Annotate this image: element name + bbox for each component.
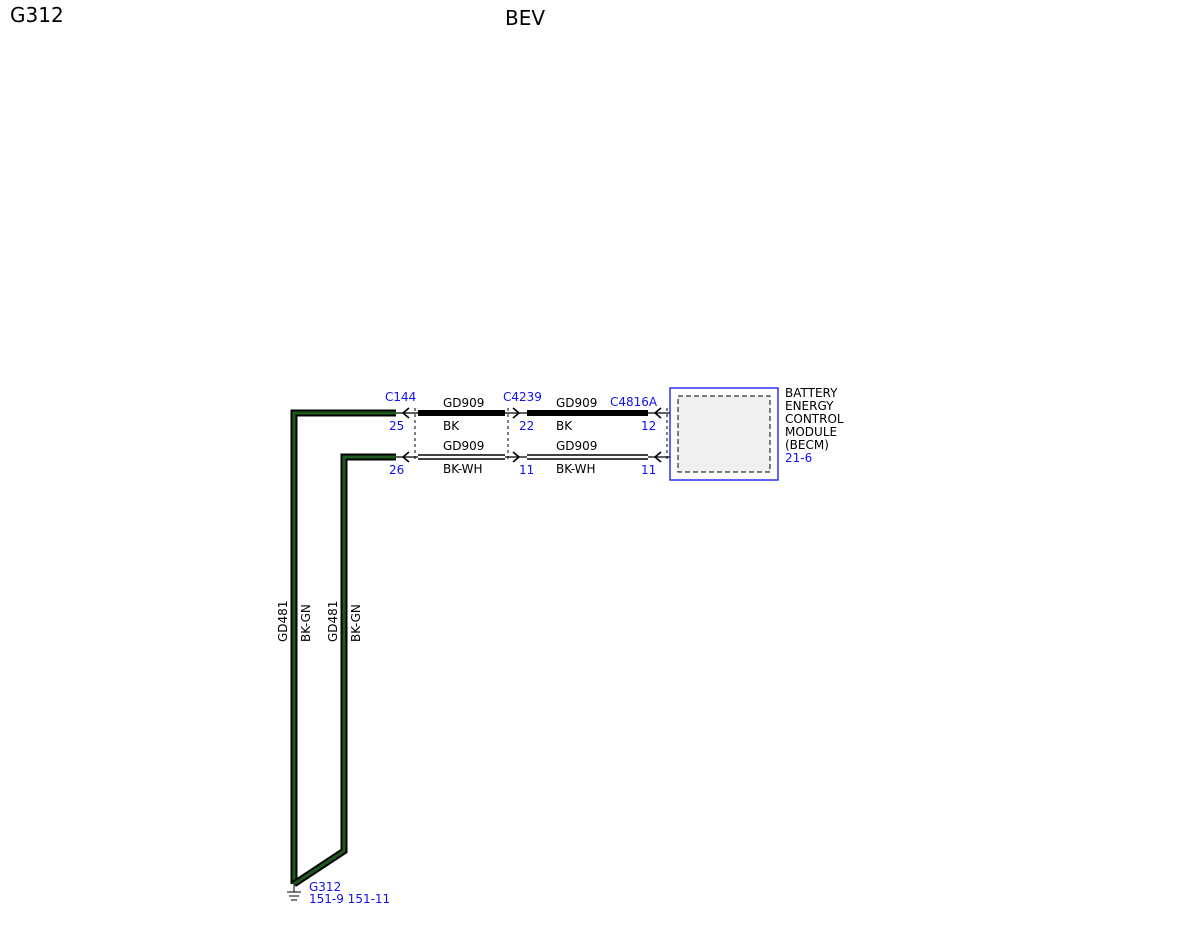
- variant-label: BEV: [505, 6, 546, 30]
- wire-top-seg1-circuit: GD909: [443, 396, 484, 410]
- page-id: G312: [10, 3, 64, 27]
- connector-c4816a-label: C4816A: [610, 395, 658, 409]
- connector-c144[interactable]: [396, 407, 418, 463]
- wire-gd481-right[interactable]: [292, 453, 396, 887]
- module-label-line1: BATTERY: [785, 386, 838, 400]
- ground-symbol-icon: [287, 884, 301, 901]
- pin-c4816a-11: 11: [641, 463, 656, 477]
- pin-c144-25: 25: [389, 419, 404, 433]
- pin-c4239-22: 22: [519, 419, 534, 433]
- wire-top-seg2-color: BK: [556, 419, 573, 433]
- becm-module[interactable]: [669, 387, 779, 481]
- connector-c4239[interactable]: [505, 407, 527, 463]
- wire-gd481-left[interactable]: [290, 409, 396, 884]
- wire-top-seg1-color: BK: [443, 419, 460, 433]
- pin-c144-26: 26: [389, 463, 404, 477]
- wire-gd909-bkwh-seg1[interactable]: [418, 454, 505, 460]
- wire-left-circuit: GD481: [276, 601, 290, 642]
- wire-left-color: BK-GN: [299, 604, 313, 642]
- connector-c4239-label: C4239: [503, 390, 542, 404]
- ground-refs[interactable]: 151-9 151-11: [309, 892, 390, 906]
- connector-c144-label: C144: [385, 390, 416, 404]
- module-label-line5: (BECM): [785, 438, 829, 452]
- module-ref[interactable]: 21-6: [785, 451, 812, 465]
- wire-bottom-seg1-color: BK-WH: [443, 462, 483, 476]
- pin-c4816a-12: 12: [641, 419, 656, 433]
- module-label-line4: MODULE: [785, 425, 837, 439]
- wire-gd909-bkwh-seg2[interactable]: [527, 454, 648, 460]
- pin-c4239-11: 11: [519, 463, 534, 477]
- wire-top-seg2-circuit: GD909: [556, 396, 597, 410]
- wire-bottom-seg2-circuit: GD909: [556, 439, 597, 453]
- wire-bottom-seg1-circuit: GD909: [443, 439, 484, 453]
- ground-label: G312: [309, 880, 341, 894]
- module-label-line3: CONTROL: [785, 412, 844, 426]
- wire-right-circuit: GD481: [326, 601, 340, 642]
- wire-right-color: BK-GN: [349, 604, 363, 642]
- module-label-line2: ENERGY: [785, 399, 834, 413]
- wire-bottom-seg2-color: BK-WH: [556, 462, 596, 476]
